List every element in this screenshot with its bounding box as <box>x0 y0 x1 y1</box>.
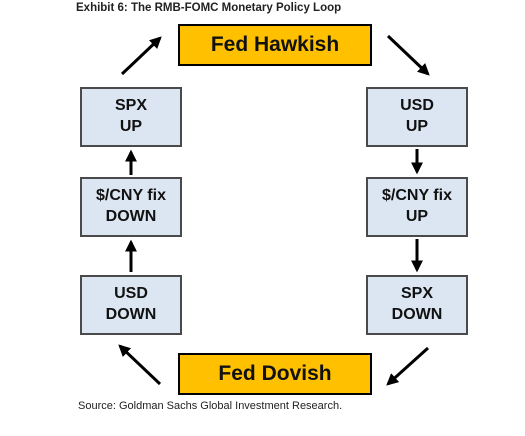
arrow-dovish-to-usd-down <box>118 344 162 386</box>
arrow-spx-down-to-dovish <box>386 346 430 386</box>
arrow-hawkish-to-usd-up <box>386 34 430 76</box>
cny-fix-up-line2: UP <box>405 208 429 225</box>
usd-up-line2: UP <box>405 118 429 135</box>
cny-fix-down-line2: DOWN <box>105 208 157 225</box>
fed-dovish-label: Fed Dovish <box>218 362 332 385</box>
cny-fix-up-box: $/CNY fix UP <box>366 177 468 237</box>
cny-fix-down-box: $/CNY fix DOWN <box>80 177 182 237</box>
cny-fix-up-line1: $/CNY fix <box>382 187 452 205</box>
fed-dovish-box: Fed Dovish <box>178 353 372 395</box>
arrow-spx-to-hawkish <box>120 36 162 76</box>
exhibit-title: Exhibit 6: The RMB-FOMC Monetary Policy … <box>76 2 342 14</box>
spx-up-line1: SPX <box>114 97 147 115</box>
spx-up-line2: UP <box>119 118 143 135</box>
spx-down-box: SPX DOWN <box>366 275 468 335</box>
usd-down-line1: USD <box>114 285 148 303</box>
spx-down-line1: SPX <box>400 285 433 303</box>
source-note: Source: Goldman Sachs Global Investment … <box>78 400 343 412</box>
usd-down-line2: DOWN <box>105 306 157 323</box>
usd-up-line1: USD <box>400 97 434 115</box>
spx-up-box: SPX UP <box>80 87 182 147</box>
usd-down-box: USD DOWN <box>80 275 182 335</box>
fed-hawkish-label: Fed Hawkish <box>210 33 340 56</box>
usd-up-box: USD UP <box>366 87 468 147</box>
fed-hawkish-box: Fed Hawkish <box>178 24 372 66</box>
cny-fix-down-line1: $/CNY fix <box>96 187 166 205</box>
spx-down-line2: DOWN <box>391 306 443 323</box>
